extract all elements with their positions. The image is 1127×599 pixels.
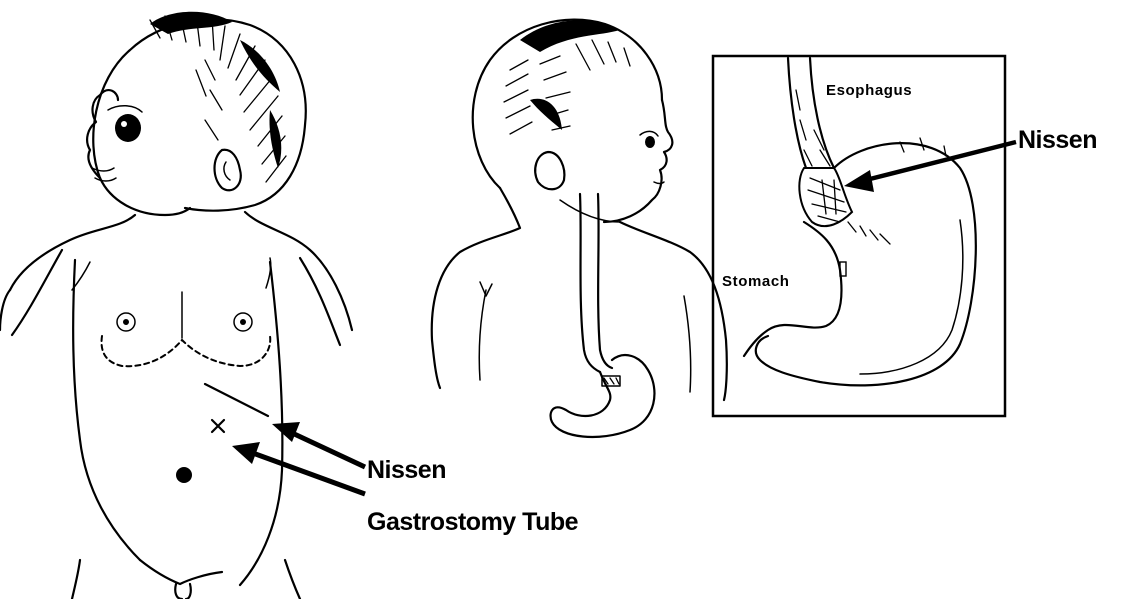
infant-front-view bbox=[0, 12, 352, 599]
label-stomach: Stomach bbox=[722, 273, 790, 290]
label-nissen-body: Nissen bbox=[367, 456, 446, 484]
infant-side-view bbox=[432, 20, 727, 437]
label-esophagus: Esophagus bbox=[826, 82, 912, 99]
pointer-arrows-body bbox=[232, 422, 365, 494]
label-gastrostomy-tube: Gastrostomy Tube bbox=[367, 508, 579, 536]
label-nissen-inset: Nissen bbox=[1018, 126, 1097, 154]
stomach-inset bbox=[713, 56, 1016, 416]
